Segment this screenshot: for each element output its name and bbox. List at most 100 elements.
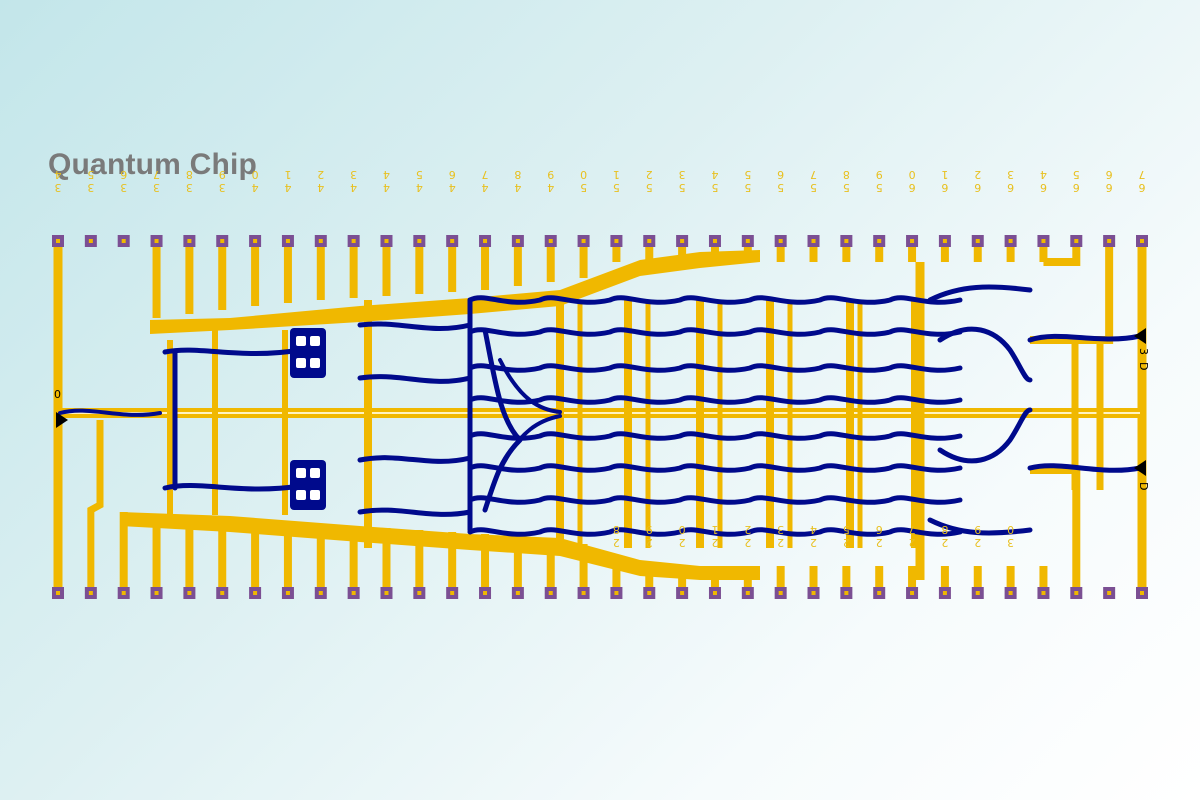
right-port-top-label: 3 [1137,348,1150,355]
top-bond-pad [314,235,327,247]
left-coupler-bottom [162,483,303,492]
top-bond-pad [741,235,754,247]
top-bond-pad [938,235,951,247]
bottom-bond-pad [708,587,721,599]
top-pin-label: 45 [416,168,423,194]
bottom-bond-pad [741,587,754,599]
bottom-bond-pad [479,587,492,599]
bottom-bond-pad [1136,587,1148,599]
page-title: Quantum Chip [48,148,258,181]
bottom-bond-pad [774,587,787,599]
top-pin-label: 52 [646,168,653,194]
bottom-bond-pad [873,587,886,599]
top-bond-pad [544,235,557,247]
top-bond-pad [643,235,656,247]
bottom-bond-pad [840,587,853,599]
resonator-row [467,327,963,337]
top-pin-label: 48 [514,168,521,194]
top-pin-label: 58 [843,168,850,194]
top-bond-pad [413,235,426,247]
bottom-pin-label: 23 [777,523,784,549]
bottom-bond-pad [380,587,393,599]
right-coupler [927,517,1033,536]
bottom-bond-pad [1037,587,1050,599]
top-pin-label: 41 [284,168,291,194]
bottom-pin-label: 24 [810,523,817,549]
resonator-row [467,395,963,405]
top-pin-label: 39 [219,168,226,194]
bottom-bond-pad [183,587,196,599]
mid-coupler [357,455,473,464]
top-pin-label: 44 [383,168,390,194]
resonator-row [467,295,963,305]
top-pin-label: 46 [449,168,456,194]
bottom-bond-pad [643,587,656,599]
bottom-pin-label: 28 [613,523,620,549]
top-pin-label: 43 [350,168,357,194]
top-bond-pad [52,235,64,247]
left-coupler-top [162,347,303,357]
bottom-bond-pad [446,587,459,599]
bottom-pin-label: 21 [711,523,718,549]
bottom-bond-pad [938,587,951,599]
mid-coupler [357,374,473,384]
gold-control-traces [53,241,1147,593]
top-pin-label: 47 [482,168,489,194]
qubit-blocks [290,328,326,510]
top-bond-pad [906,235,919,247]
top-pin-label: 49 [547,168,554,194]
top-pin-label: 36 [120,168,127,194]
bottom-bond-pad [577,587,590,599]
top-bond-pad [1037,235,1050,247]
bottom-bond-pad [511,587,524,599]
right-port-top-icon [1134,328,1146,344]
top-bond-pad [708,235,721,247]
top-pin-label: 56 [777,168,784,194]
readout-top [1027,333,1143,343]
top-pin-label: 60 [909,168,916,194]
bottom-bond-pad [347,587,360,599]
top-pin-label: 67 [1139,168,1146,194]
top-bond-pad [216,235,229,247]
resonator-row [467,463,963,473]
bottom-bond-pad [544,587,557,599]
bottom-left-trace [87,420,104,593]
left-readout [58,408,162,417]
right-port-bottom-label: D [1137,482,1150,490]
bottom-wedge-bus [120,512,760,580]
top-bond-pad [183,235,196,247]
left-port-label: 0 [54,388,61,401]
right-coupler [937,407,1033,464]
bottom-bond-pad [906,587,919,599]
resonator-row [467,527,963,537]
top-bond-pad [117,235,130,247]
top-bond-pad [840,235,853,247]
top-pin-label: 37 [153,168,160,194]
bottom-pin-label: 26 [876,523,883,549]
top-bond-pad [84,235,97,247]
bottom-bond-pad [216,587,229,599]
top-pin-label: 62 [974,168,981,194]
top-pin-label: 40 [252,168,259,194]
bottom-pin-label: 20 [679,523,686,549]
top-bond-pad [873,235,886,247]
pin-labels: 3435363738394041424344454647484950515253… [55,168,1146,549]
top-wedge-bus [150,250,760,334]
top-bond-pad [1103,235,1116,247]
bottom-bond-pad [413,587,426,599]
bottom-bond-pad [610,587,623,599]
top-bond-pad [446,235,459,247]
top-bond-pad [281,235,294,247]
bottom-bond-pad [84,587,97,599]
top-pin-label: 51 [613,168,620,194]
top-bond-pad [971,235,984,247]
bottom-pin-label: 27 [909,523,916,549]
bottom-bond-pad [150,587,163,599]
top-bond-pad [774,235,787,247]
top-pin-label: 64 [1040,168,1047,194]
bottom-pin-label: 25 [843,523,850,549]
right-coupler [927,284,1033,303]
top-pin-label: 35 [87,168,94,194]
top-bond-pad [479,235,492,247]
